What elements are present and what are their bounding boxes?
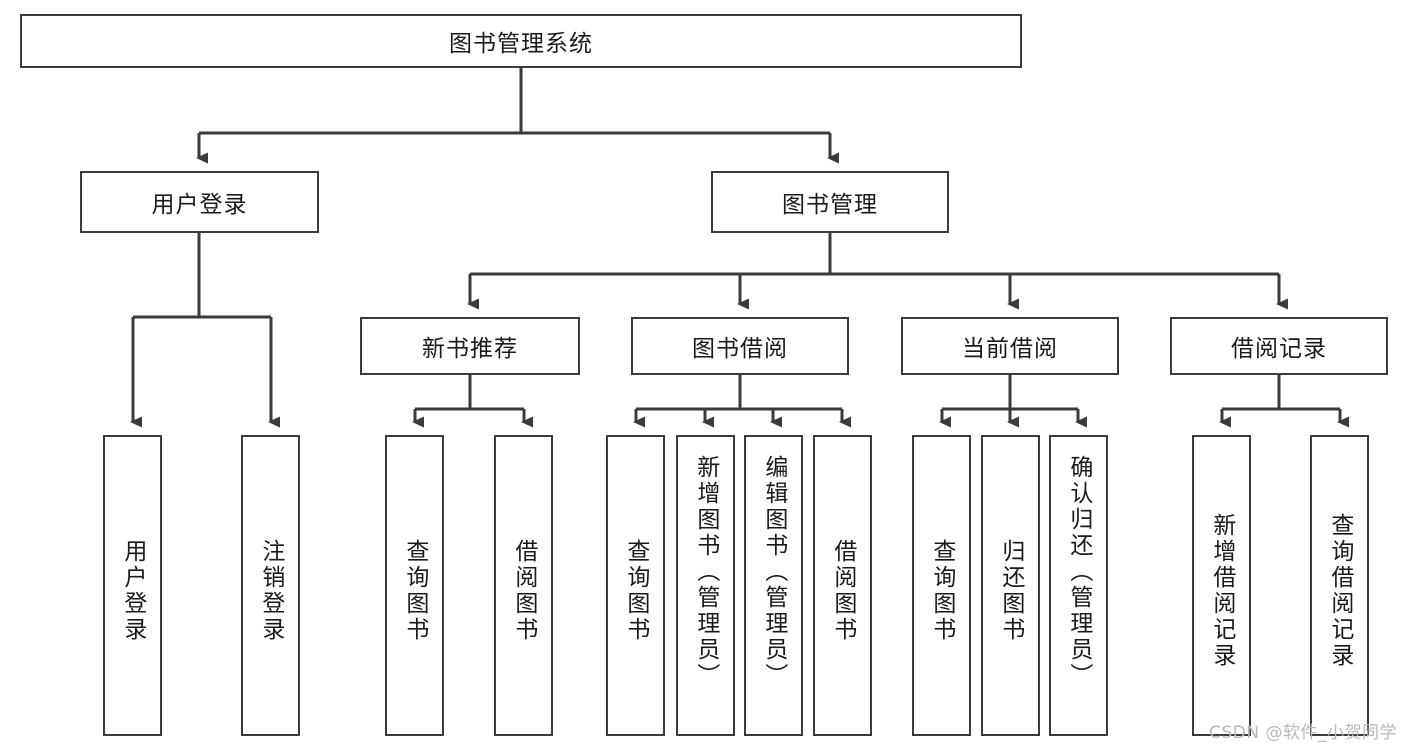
leaf-query-book-2[interactable]: 查询图书 [606, 435, 665, 736]
leaf-confirm-return-label: 确认归还（管理员） [1065, 455, 1092, 689]
leaf-return-book-label: 归还图书 [997, 538, 1024, 643]
leaf-query-book-3-label: 查询图书 [928, 538, 955, 643]
node-root[interactable]: 图书管理系统 [20, 14, 1022, 68]
leaf-return-book-inner: 归还图书 [995, 447, 1026, 734]
leaf-query-record-inner: 查询借阅记录 [1324, 447, 1355, 734]
leaf-edit-book[interactable]: 编辑图书（管理员） [744, 435, 803, 736]
leaf-borrow-book-1[interactable]: 借阅图书 [494, 435, 553, 736]
leaf-add-record-label: 新增借阅记录 [1208, 512, 1235, 669]
leaf-query-book-1-label: 查询图书 [401, 538, 428, 643]
node-current-borrow[interactable]: 当前借阅 [901, 317, 1119, 375]
leaf-query-book-3[interactable]: 查询图书 [912, 435, 971, 736]
node-borrow-record[interactable]: 借阅记录 [1170, 317, 1388, 375]
node-book-borrow[interactable]: 图书借阅 [631, 317, 849, 375]
leaf-edit-book-inner: 编辑图书（管理员） [758, 447, 789, 742]
leaf-query-book-1-inner: 查询图书 [399, 447, 430, 734]
node-user-login-label: 用户登录 [151, 192, 248, 218]
leaf-edit-book-label: 编辑图书（管理员） [760, 455, 787, 689]
leaf-borrow-book-1-label: 借阅图书 [510, 538, 537, 643]
leaf-query-book-3-inner: 查询图书 [926, 447, 957, 734]
leaf-query-book-2-label: 查询图书 [622, 538, 649, 643]
leaf-borrow-book-1-inner: 借阅图书 [508, 447, 539, 734]
leaf-add-record-inner: 新增借阅记录 [1206, 447, 1237, 734]
leaf-borrow-book-2-label: 借阅图书 [829, 538, 856, 643]
leaf-borrow-book-2[interactable]: 借阅图书 [813, 435, 872, 736]
leaf-return-book[interactable]: 归还图书 [981, 435, 1040, 736]
node-book-management-label: 图书管理 [782, 192, 878, 218]
leaf-logout-inner: 注销登录 [255, 447, 286, 734]
leaf-query-record-label: 查询借阅记录 [1326, 512, 1353, 669]
leaf-confirm-return[interactable]: 确认归还（管理员） [1049, 435, 1108, 736]
leaf-add-book-inner: 新增图书（管理员） [690, 447, 721, 742]
leaf-add-book-label: 新增图书（管理员） [692, 455, 719, 689]
leaf-user-login-inner: 用户登录 [117, 447, 148, 734]
node-new-book-recommend[interactable]: 新书推荐 [360, 317, 580, 375]
leaf-query-book-2-inner: 查询图书 [620, 447, 651, 734]
leaf-user-login-label: 用户登录 [119, 538, 146, 643]
node-new-book-recommend-label: 新书推荐 [422, 336, 518, 362]
leaf-logout-label: 注销登录 [257, 538, 284, 643]
node-book-borrow-label: 图书借阅 [692, 336, 788, 362]
watermark: CSDN @软件_小贺同学 [1209, 723, 1397, 743]
leaf-add-book[interactable]: 新增图书（管理员） [676, 435, 735, 736]
node-root-label: 图书管理系统 [449, 31, 593, 57]
leaf-logout[interactable]: 注销登录 [241, 435, 300, 736]
leaf-borrow-book-2-inner: 借阅图书 [827, 447, 858, 734]
node-book-management[interactable]: 图书管理 [711, 171, 949, 233]
leaf-query-book-1[interactable]: 查询图书 [385, 435, 444, 736]
leaf-confirm-return-inner: 确认归还（管理员） [1063, 447, 1094, 742]
node-borrow-record-label: 借阅记录 [1231, 336, 1327, 362]
node-user-login[interactable]: 用户登录 [80, 171, 319, 233]
leaf-user-login[interactable]: 用户登录 [103, 435, 162, 736]
leaf-query-record[interactable]: 查询借阅记录 [1310, 435, 1369, 736]
leaf-add-record[interactable]: 新增借阅记录 [1192, 435, 1251, 736]
node-current-borrow-label: 当前借阅 [962, 336, 1058, 362]
